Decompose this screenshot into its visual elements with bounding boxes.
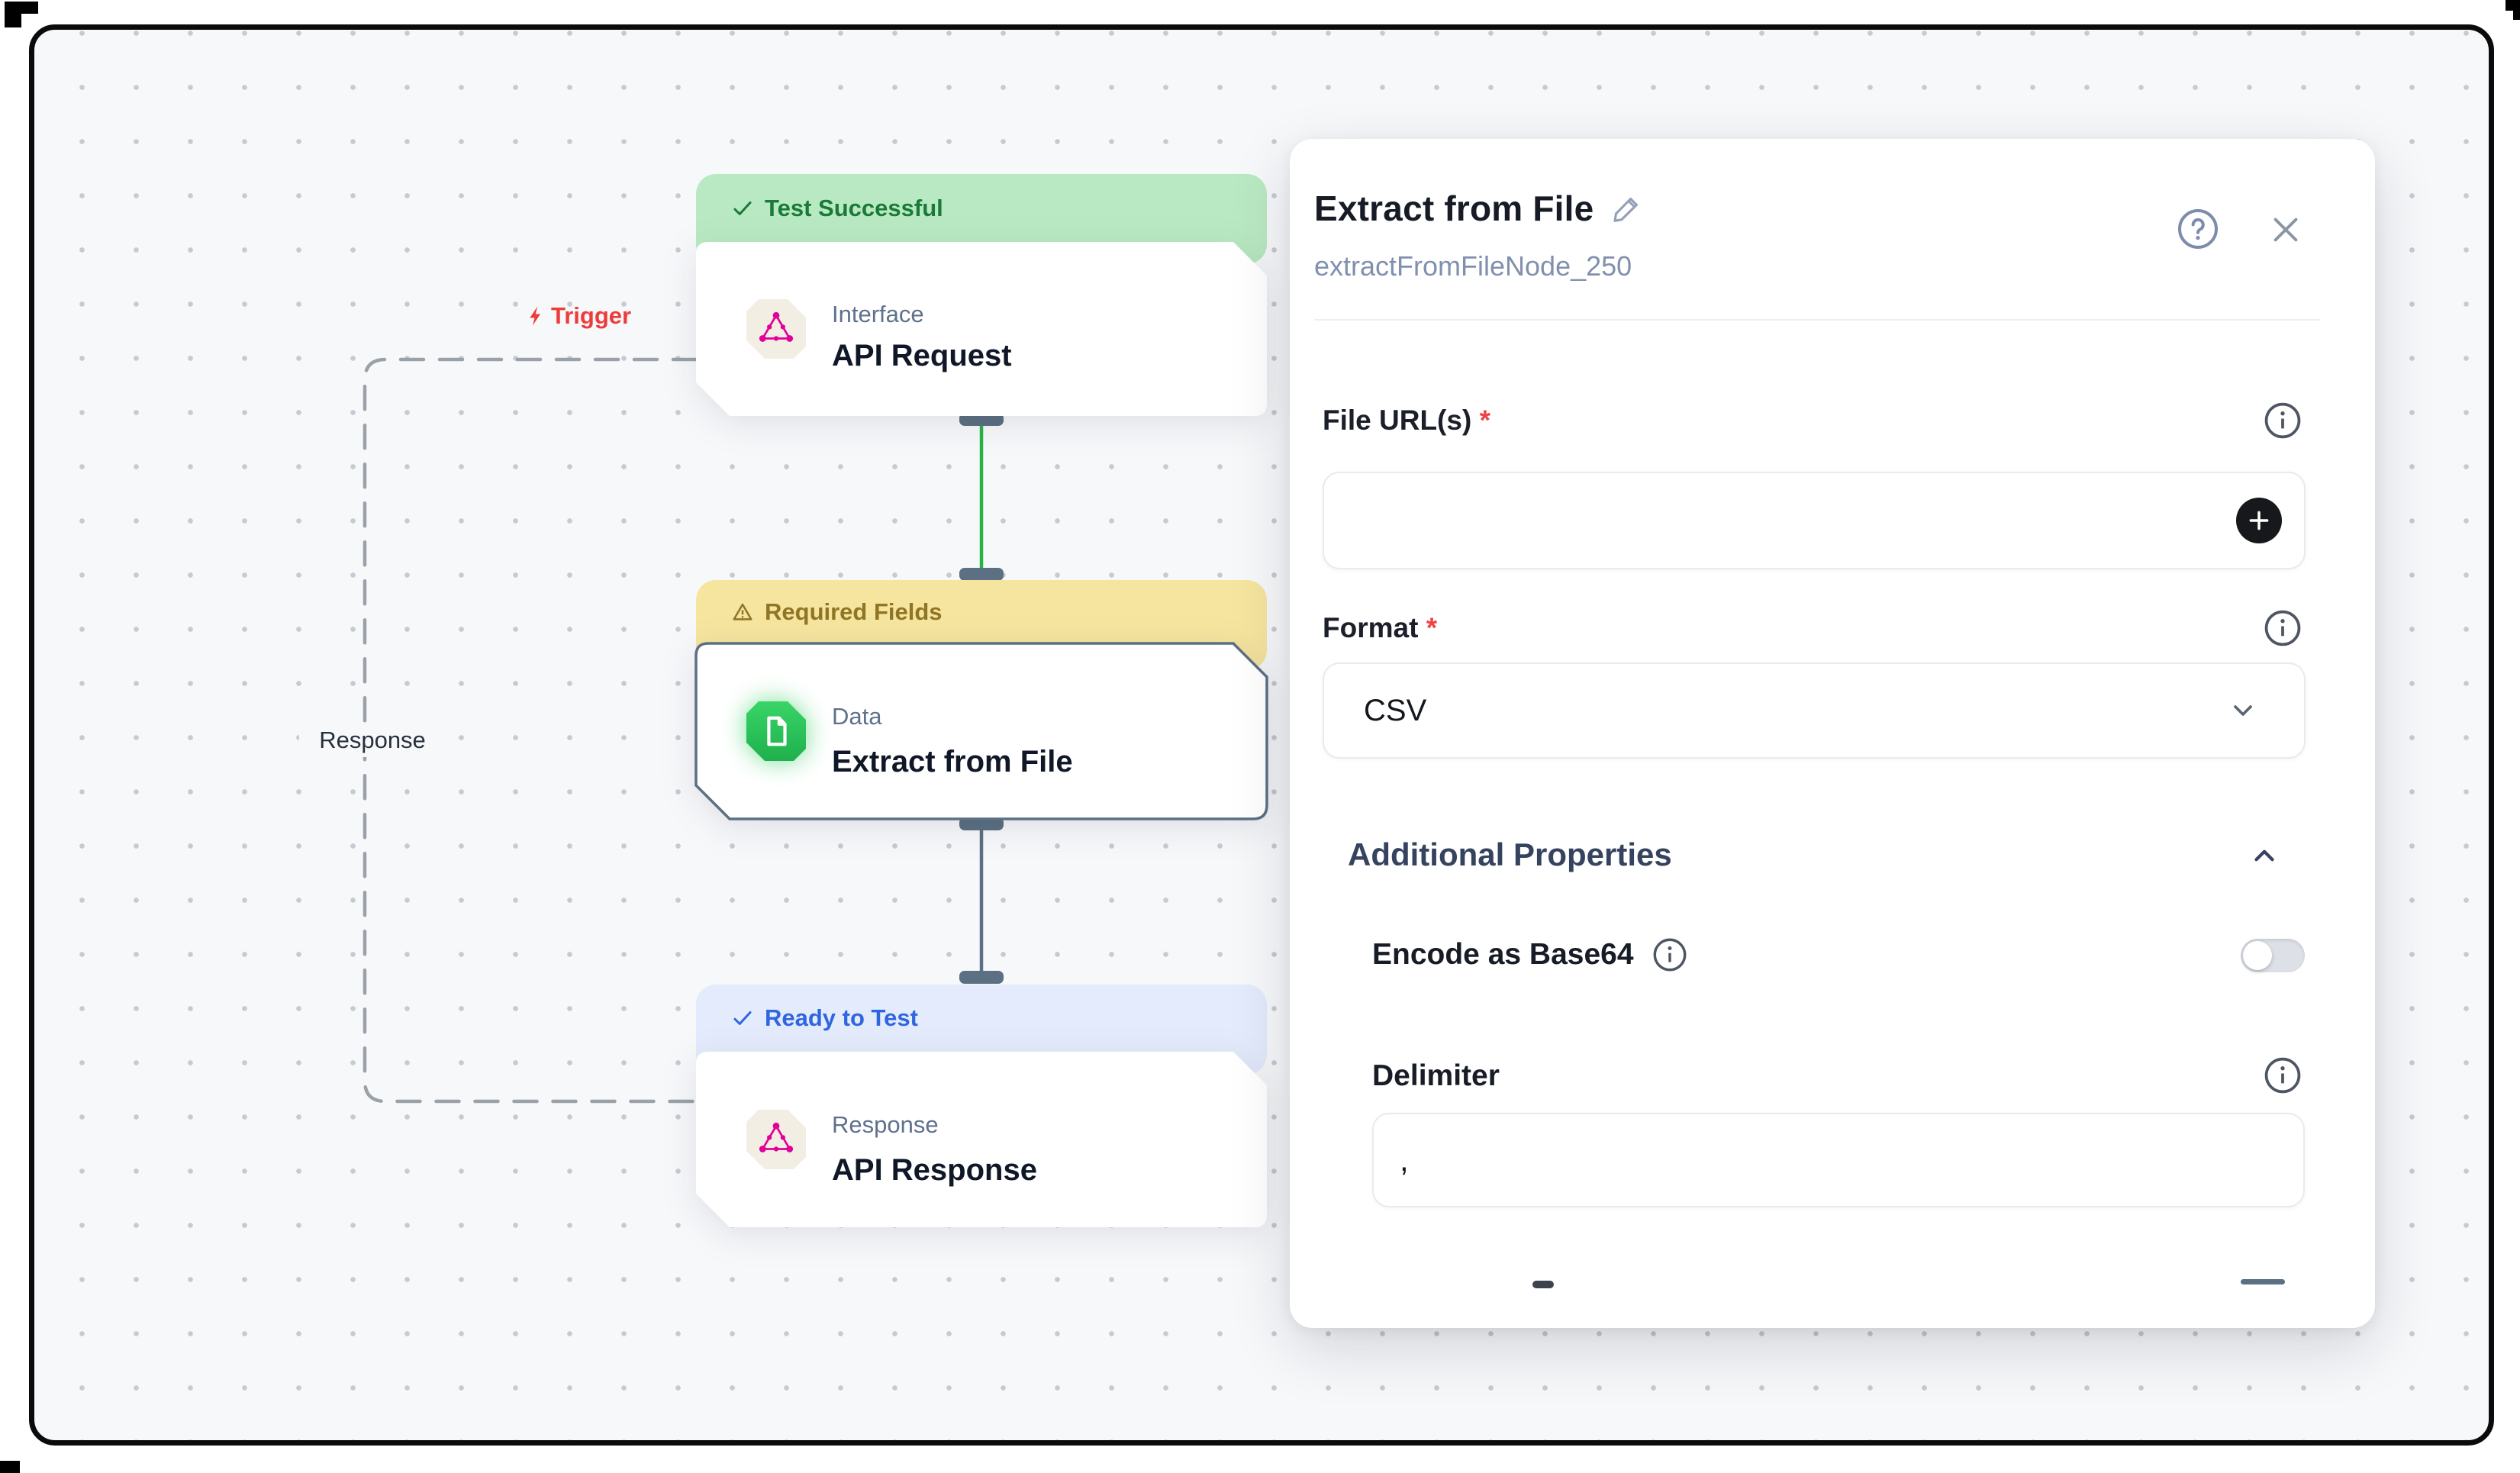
graphql-icon [746, 1110, 806, 1169]
partial-next-row-icon [1532, 1281, 1554, 1288]
node-category-label: Response [832, 1111, 939, 1138]
edit-pencil-icon[interactable] [1610, 192, 1644, 225]
node-status-label: Test Successful [765, 194, 943, 221]
graphql-icon [746, 299, 806, 359]
plus-icon [2249, 511, 2269, 530]
check-icon [733, 1011, 752, 1025]
corner-mark-bottom-left [0, 1461, 20, 1473]
info-icon[interactable] [1652, 937, 1687, 972]
node-status-label: Ready to Test [765, 1004, 918, 1031]
node-api-response[interactable] [696, 1052, 1267, 1227]
node-category-label: Interface [832, 301, 924, 327]
info-icon[interactable] [2264, 401, 2302, 440]
field-label-text: File URL(s) [1323, 405, 1472, 436]
required-asterisk: * [1426, 612, 1438, 643]
trigger-label-text: Trigger [551, 302, 632, 329]
response-label: Response [299, 724, 446, 757]
field-label-file-urls: File URL(s) * [1323, 405, 1490, 437]
node-title: API Response [832, 1153, 1037, 1187]
node-title: API Request [832, 339, 1012, 372]
node-id-subtitle: extractFromFileNode_250 [1314, 250, 1632, 282]
node-extract-from-file[interactable] [694, 642, 1268, 820]
node-status-label: Required Fields [765, 598, 943, 625]
divider [1314, 319, 2320, 321]
chevron-up-icon[interactable] [2248, 840, 2280, 872]
panel-title: Extract from File [1314, 189, 1594, 228]
check-icon [733, 201, 752, 215]
bolt-icon [530, 306, 540, 326]
info-icon[interactable] [2264, 1056, 2302, 1094]
file-urls-input[interactable] [1323, 472, 2306, 569]
help-icon[interactable] [2177, 208, 2219, 250]
corner-mark-top-left-2 [5, 2, 21, 27]
info-icon[interactable] [2264, 609, 2302, 647]
close-icon[interactable] [2268, 212, 2303, 247]
chevron-down-icon [2234, 705, 2252, 716]
encode-base64-toggle[interactable] [2241, 939, 2305, 972]
delimiter-input[interactable]: , [1372, 1113, 2305, 1207]
delimiter-value: , [1400, 1142, 1409, 1178]
format-select[interactable]: CSV [1323, 662, 2306, 759]
encode-base64-label: Encode as Base64 [1372, 938, 1634, 971]
toggle-knob [2243, 941, 2272, 970]
node-title: Extract from File [832, 745, 1073, 778]
delimiter-label: Delimiter [1372, 1059, 1500, 1092]
file-icon [746, 701, 806, 761]
partial-next-row-control [2241, 1279, 2285, 1284]
add-url-button[interactable] [2236, 498, 2282, 543]
warning-icon [733, 603, 752, 620]
format-value: CSV [1364, 693, 1427, 727]
section-additional-properties: Additional Properties [1348, 836, 1672, 872]
node-category-label: Data [832, 703, 882, 730]
trigger-label: Trigger [525, 302, 631, 330]
corner-mark-top-right-2 [2513, 0, 2520, 20]
required-asterisk: * [1479, 405, 1490, 436]
node-api-request[interactable] [696, 242, 1267, 416]
field-label-format: Format * [1323, 612, 1437, 644]
field-label-text: Format [1323, 612, 1419, 643]
